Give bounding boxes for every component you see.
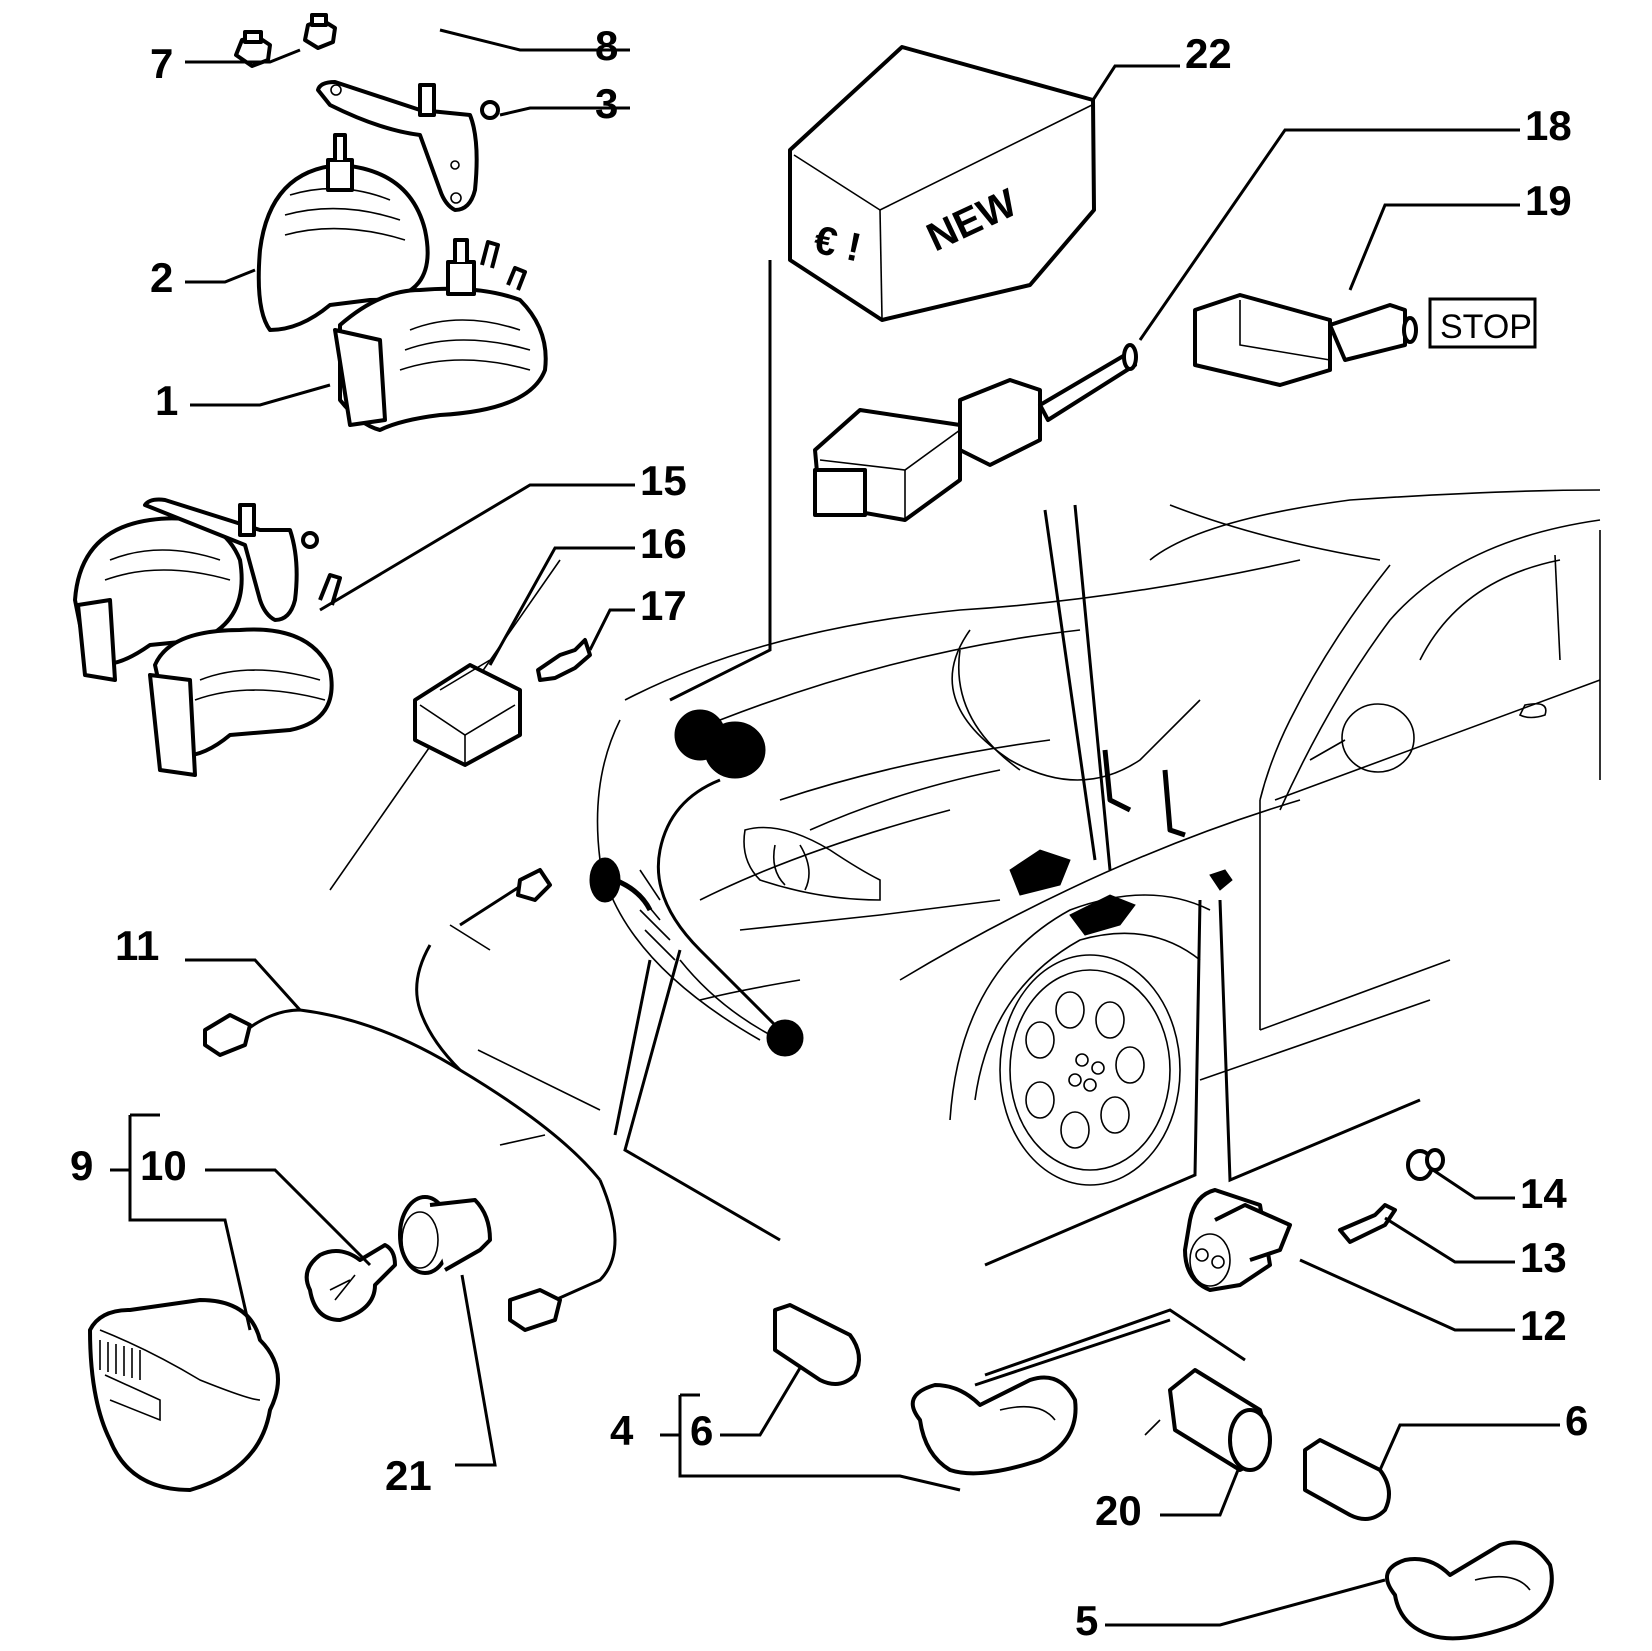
callout-2: 2 [150, 254, 173, 301]
leader-lines [110, 28, 1560, 1627]
nut-7[interactable] [234, 30, 272, 68]
callout-4: 4 [610, 1407, 634, 1454]
repeater-lamp-4[interactable] [910, 1375, 1078, 1476]
installed-harness [589, 709, 1233, 1057]
wiring-harness-11[interactable] [203, 868, 617, 1332]
bulb-holder-20[interactable] [1144, 1368, 1272, 1472]
callout-8: 8 [595, 22, 618, 69]
callout-16: 16 [640, 520, 687, 567]
callout-6-left: 6 [690, 1407, 713, 1454]
horn-2[interactable] [256, 133, 430, 332]
callout-18: 18 [1525, 102, 1572, 149]
stop-switch-18[interactable] [813, 343, 1138, 522]
connector-16[interactable] [413, 659, 522, 767]
stop-label-box: STOP [1428, 297, 1537, 349]
callout-22: 22 [1185, 30, 1232, 77]
stop-label-text: STOP [1440, 308, 1532, 346]
terminal-13[interactable] [1338, 1203, 1397, 1244]
callout-5: 5 [1075, 1597, 1098, 1644]
callout-13: 13 [1520, 1234, 1567, 1281]
callout-6-right: 6 [1565, 1397, 1588, 1444]
repeater-lamp-5[interactable] [1385, 1540, 1554, 1641]
car-outline [329, 489, 1601, 1186]
wheel-rim-holes [1025, 991, 1145, 1149]
callout-17: 17 [640, 582, 687, 629]
stop-switch-19[interactable] [1193, 293, 1418, 387]
callout-10: 10 [140, 1142, 187, 1189]
crate-side-label: € ! [810, 218, 865, 271]
callout-15: 15 [640, 457, 687, 504]
callout-21: 21 [385, 1452, 432, 1499]
bulb-10[interactable] [304, 1243, 397, 1322]
bracket-3[interactable] [316, 80, 500, 212]
callout-labels: 7 8 3 2 1 15 16 17 22 18 19 11 9 10 21 1… [70, 22, 1588, 1644]
horn-1[interactable] [333, 238, 548, 432]
callout-12: 12 [1520, 1302, 1567, 1349]
horn-pair-15[interactable] [73, 497, 342, 777]
bulb-holder-21[interactable] [398, 1195, 492, 1275]
front-lamp-9[interactable] [88, 1298, 280, 1492]
callout-11: 11 [115, 922, 159, 969]
callout-20: 20 [1095, 1487, 1142, 1534]
repeater-bulb-6-right[interactable] [1303, 1438, 1391, 1521]
new-parts-crate-22[interactable]: NEW € ! [788, 45, 1096, 322]
callout-7: 7 [150, 40, 173, 87]
repeater-bulb-6-left[interactable] [773, 1303, 861, 1386]
connector-12[interactable] [1183, 1188, 1292, 1292]
callout-19: 19 [1525, 177, 1572, 224]
terminal-17[interactable] [536, 638, 592, 682]
connection-lines [613, 260, 1421, 1387]
nut-8[interactable] [303, 13, 337, 50]
callout-14: 14 [1520, 1170, 1567, 1217]
callout-9: 9 [70, 1142, 93, 1189]
callout-1: 1 [155, 377, 178, 424]
callout-3: 3 [595, 80, 618, 127]
